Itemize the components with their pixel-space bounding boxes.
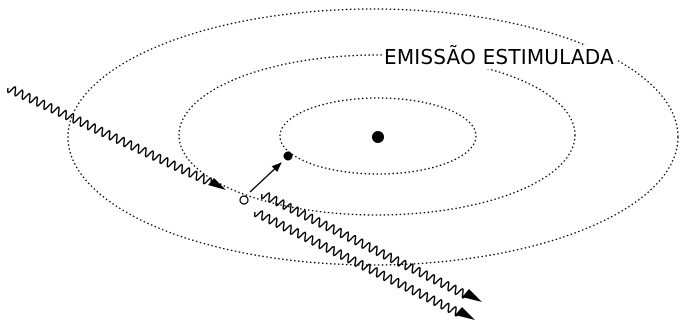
nucleus	[372, 131, 384, 143]
middle-orbit	[178, 54, 576, 216]
inner-orbit	[279, 97, 477, 175]
electron-vacancy	[239, 195, 249, 205]
emitted-photon-arrowhead-2	[455, 307, 475, 320]
emitted-photon-wave-2	[253, 210, 459, 317]
diagram-title: EMISSÃO ESTIMULADA	[382, 45, 616, 69]
transition-arrow	[249, 162, 282, 193]
electron-lower-level	[283, 151, 293, 161]
emitted-photon-wave-1	[260, 192, 466, 299]
incident-photon-arrowhead	[208, 178, 226, 190]
outer-orbit	[67, 8, 679, 266]
incident-photon-wave	[7, 86, 213, 186]
emitted-photon-arrowhead-1	[462, 289, 482, 302]
